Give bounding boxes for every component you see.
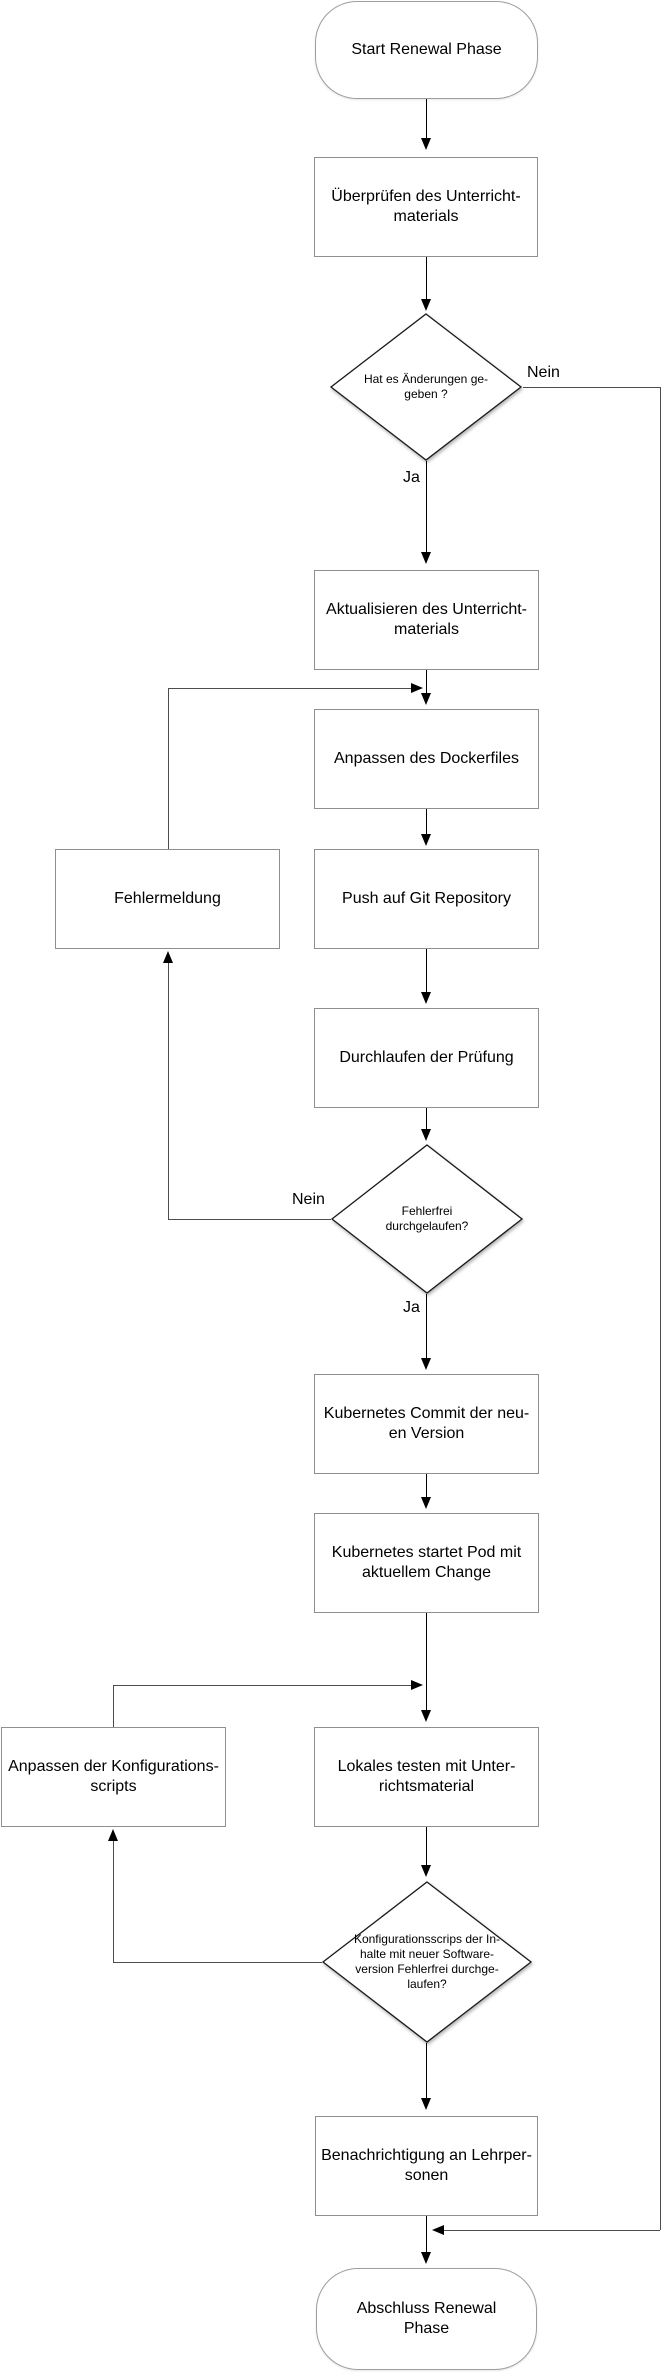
arrow-update-to-dockerfile-head (421, 693, 431, 705)
node-update-material-line1: Aktualisieren des Unterricht- (326, 601, 527, 618)
connector-nein1-arrow-head (432, 2225, 444, 2235)
node-start-terminal: Start Renewal Phase (315, 1, 538, 99)
node-check-decision: Fehlerfrei durchgelaufen? (330, 1144, 524, 1294)
arrow-runcheck-to-decision2-head (421, 1129, 431, 1141)
arrow-dockerfile-to-push-line (426, 809, 427, 836)
node-start-label: Start Renewal Phase (351, 41, 502, 58)
arrow-dockerfile-to-push-head (421, 834, 431, 846)
connector-nein2-arrow-head (163, 951, 173, 963)
connector-config-loop-vertical-segment (113, 1841, 114, 1963)
node-check-material: Überprüfen des Unterricht- materials (314, 157, 538, 257)
node-config-decision-line3: version Fehlerfrei durchge- (355, 1962, 499, 1976)
connector-nein1-bottom-segment (444, 2230, 660, 2231)
node-adjust-config-line1: Anpassen der Konfigurations- (8, 1758, 219, 1775)
node-adjust-dockerfile: Anpassen des Dockerfiles (314, 709, 539, 809)
node-config-decision-line2: halte mit neuer Software- (359, 1947, 495, 1961)
arrow-check-to-decision1-head (421, 299, 431, 311)
node-local-test-line2: richtsmaterial (378, 1778, 475, 1795)
diamond-shape (330, 1144, 524, 1294)
node-update-material: Aktualisieren des Unterricht- materials (314, 570, 539, 670)
node-run-check-line1: Durchlaufen der Prüfung (339, 1049, 514, 1066)
connector-nein1-top-segment (523, 387, 660, 388)
node-notify-teachers-line1: Benachrichtigung an Lehrper- (321, 2147, 532, 2164)
arrow-localtest-to-decision3-line (426, 1827, 427, 1867)
connector-nein1-right-segment (660, 387, 661, 2230)
arrow-decision3-to-notify-head (421, 2098, 431, 2110)
connector-errormsg-up-segment (168, 688, 169, 849)
arrow-push-to-runcheck-line (426, 949, 427, 994)
connector-config-loop-arrow-head (108, 1829, 118, 1841)
node-end-label-line2: Phase (403, 2320, 450, 2337)
arrow-decision1-ja-line (426, 461, 427, 554)
node-error-message: Fehlermeldung (55, 849, 280, 949)
arrow-start-to-check-head (421, 138, 431, 150)
node-k8s-commit-line2: en Version (388, 1425, 465, 1442)
node-check-material-line2: materials (393, 208, 459, 225)
connector-errormsg-arrow-head (411, 683, 423, 693)
arrow-decision2-ja-line (426, 1294, 427, 1360)
connector-configbox-horizontal-segment (113, 1685, 411, 1686)
node-end-terminal: Abschluss Renewal Phase (316, 2268, 537, 2370)
edge-label-changes-ja: Ja (403, 469, 420, 486)
node-changes-decision: Hat es Änderungen ge- geben ? (329, 313, 523, 461)
arrow-localtest-to-decision3-head (421, 1865, 431, 1877)
arrow-notify-to-end-head (421, 2252, 431, 2264)
arrow-notify-to-end-line (426, 2216, 427, 2254)
node-changes-decision-line2: geben ? (404, 387, 448, 401)
node-config-decision: Konfigurationsscrips der In- halte mit n… (321, 1881, 533, 2043)
node-changes-decision-text: Hat es Änderungen ge- geben ? (330, 313, 522, 461)
node-check-material-line1: Überprüfen des Unterricht- (331, 188, 521, 205)
node-config-decision-line4: laufen? (407, 1977, 447, 1991)
arrow-check-to-decision1-line (426, 257, 427, 301)
node-adjust-dockerfile-line1: Anpassen des Dockerfiles (334, 750, 519, 767)
node-k8s-start-pod-line1: Kubernetes startet Pod mit (331, 1544, 522, 1561)
node-check-decision-text: Fehlerfrei durchgelaufen? (331, 1144, 523, 1294)
node-local-test: Lokales testen mit Unter- richtsmaterial (314, 1727, 539, 1827)
node-config-decision-text: Konfigurationsscrips der In- halte mit n… (322, 1881, 532, 2043)
edge-label-check-ja: Ja (403, 1299, 420, 1316)
node-update-material-line2: materials (394, 621, 459, 638)
node-notify-teachers: Benachrichtigung an Lehrper- sonen (315, 2116, 538, 2216)
diamond-shape (321, 1881, 533, 2043)
arrow-commit-to-startpod-line (426, 1474, 427, 1499)
arrow-decision3-to-notify-line (426, 2043, 427, 2100)
node-check-decision-line2: durchgelaufen? (385, 1219, 469, 1233)
node-end-label-line1: Abschluss Renewal (356, 2300, 497, 2317)
arrow-start-to-check-line (426, 99, 427, 140)
node-adjust-config: Anpassen der Konfigurations- scripts (1, 1727, 226, 1827)
node-local-test-line1: Lokales testen mit Unter- (337, 1758, 516, 1775)
arrow-startpod-to-localtest-line (426, 1613, 427, 1712)
node-push-git: Push auf Git Repository (314, 849, 539, 949)
node-push-git-line1: Push auf Git Repository (342, 890, 511, 907)
arrow-decision2-ja-head (421, 1358, 431, 1370)
node-adjust-config-line2: scripts (90, 1778, 137, 1795)
edge-label-check-nein: Nein (292, 1191, 325, 1208)
node-check-decision-line1: Fehlerfrei (401, 1204, 453, 1218)
connector-config-loop-horizontal-segment (113, 1962, 322, 1963)
connector-configbox-up-segment (113, 1685, 114, 1727)
node-config-decision-line1: Konfigurationsscrips der In- (353, 1932, 501, 1946)
node-run-check: Durchlaufen der Prüfung (314, 1008, 539, 1108)
node-k8s-start-pod-line2: aktuellem Change (362, 1564, 491, 1581)
connector-configbox-arrow-head (411, 1680, 423, 1690)
arrow-decision1-ja-head (421, 552, 431, 564)
arrow-update-to-dockerfile-line (426, 670, 427, 695)
diamond-shape (329, 313, 523, 461)
node-changes-decision-line1: Hat es Änderungen ge- (363, 372, 489, 386)
arrow-push-to-runcheck-head (421, 992, 431, 1004)
node-error-message-line1: Fehlermeldung (114, 890, 221, 907)
node-k8s-commit: Kubernetes Commit der neu- en Version (314, 1374, 539, 1474)
connector-errormsg-horizontal-segment (168, 688, 411, 689)
node-notify-teachers-line2: sonen (404, 2167, 449, 2184)
arrow-commit-to-startpod-head (421, 1497, 431, 1509)
arrow-startpod-to-localtest-head (421, 1710, 431, 1722)
connector-nein2-vertical-segment (168, 963, 169, 1220)
edge-label-changes-nein: Nein (527, 364, 560, 381)
node-k8s-commit-line1: Kubernetes Commit der neu- (323, 1405, 530, 1422)
node-k8s-start-pod: Kubernetes startet Pod mit aktuellem Cha… (314, 1513, 539, 1613)
connector-nein2-horizontal-segment (168, 1219, 331, 1220)
arrow-runcheck-to-decision2-line (426, 1108, 427, 1131)
